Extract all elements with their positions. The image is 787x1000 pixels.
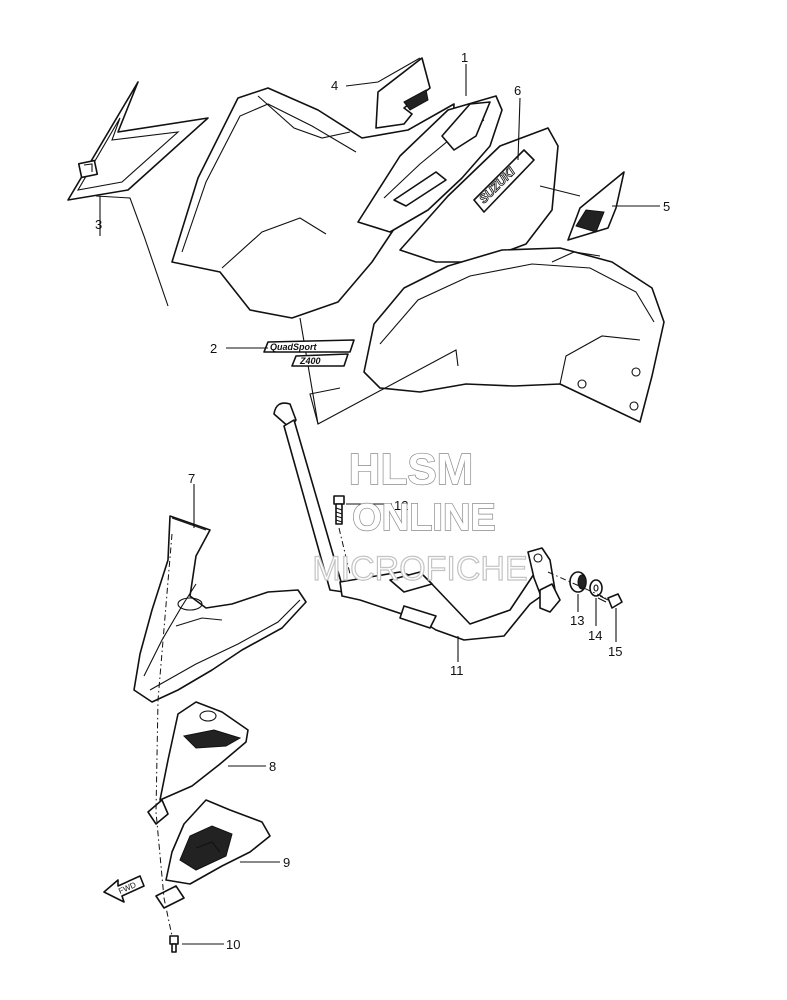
part-14-washer <box>589 579 603 597</box>
callout-7: 7 <box>188 471 195 486</box>
callout-1: 1 <box>461 50 468 65</box>
assembly-line-right <box>547 571 607 599</box>
callout-labels: 1 2 3 4 5 6 7 8 9 10 11 12 13 14 15 <box>95 50 670 952</box>
callout-12: 12 <box>394 498 408 513</box>
part-2-model-decal: QuadSport Z400 <box>263 339 355 367</box>
part-5-right-decal <box>567 171 625 241</box>
callout-10: 10 <box>226 937 240 952</box>
callout-14: 14 <box>588 628 602 643</box>
callout-15: 15 <box>608 644 622 659</box>
part-3-left-decal <box>67 81 209 201</box>
assembly-line-left <box>155 533 173 937</box>
callout-2: 2 <box>210 341 217 356</box>
callout-9: 9 <box>283 855 290 870</box>
part-7-lower-cover <box>133 515 307 703</box>
model-decal-line2: Z400 <box>299 356 321 366</box>
callout-8: 8 <box>269 759 276 774</box>
fwd-arrow-icon: FWD <box>103 875 145 903</box>
part-10-bolt <box>169 935 179 953</box>
part-9-skid-plate <box>155 799 271 909</box>
part-4-top-decal <box>375 57 431 129</box>
model-decal-line1: QuadSport <box>270 342 318 352</box>
callout-6: 6 <box>514 83 521 98</box>
leader-lines <box>99 57 660 945</box>
watermark-line3: MICROFICHE <box>312 550 527 588</box>
callout-13: 13 <box>570 613 584 628</box>
part-12-bolt <box>333 495 351 575</box>
part-15-bolt <box>597 593 623 609</box>
watermark-line1: HLSM <box>349 445 474 494</box>
part-11-front-brace <box>273 402 561 641</box>
callout-4: 4 <box>331 78 338 93</box>
part-8-bumper <box>147 701 249 825</box>
part-13-grommet <box>569 571 587 593</box>
watermark: HLSM ONLINE MICROFICHE <box>312 444 529 588</box>
callout-11: 11 <box>450 663 464 678</box>
callout-3: 3 <box>95 217 102 232</box>
callout-5: 5 <box>663 199 670 214</box>
watermark-line2: ONLINE <box>352 497 496 539</box>
